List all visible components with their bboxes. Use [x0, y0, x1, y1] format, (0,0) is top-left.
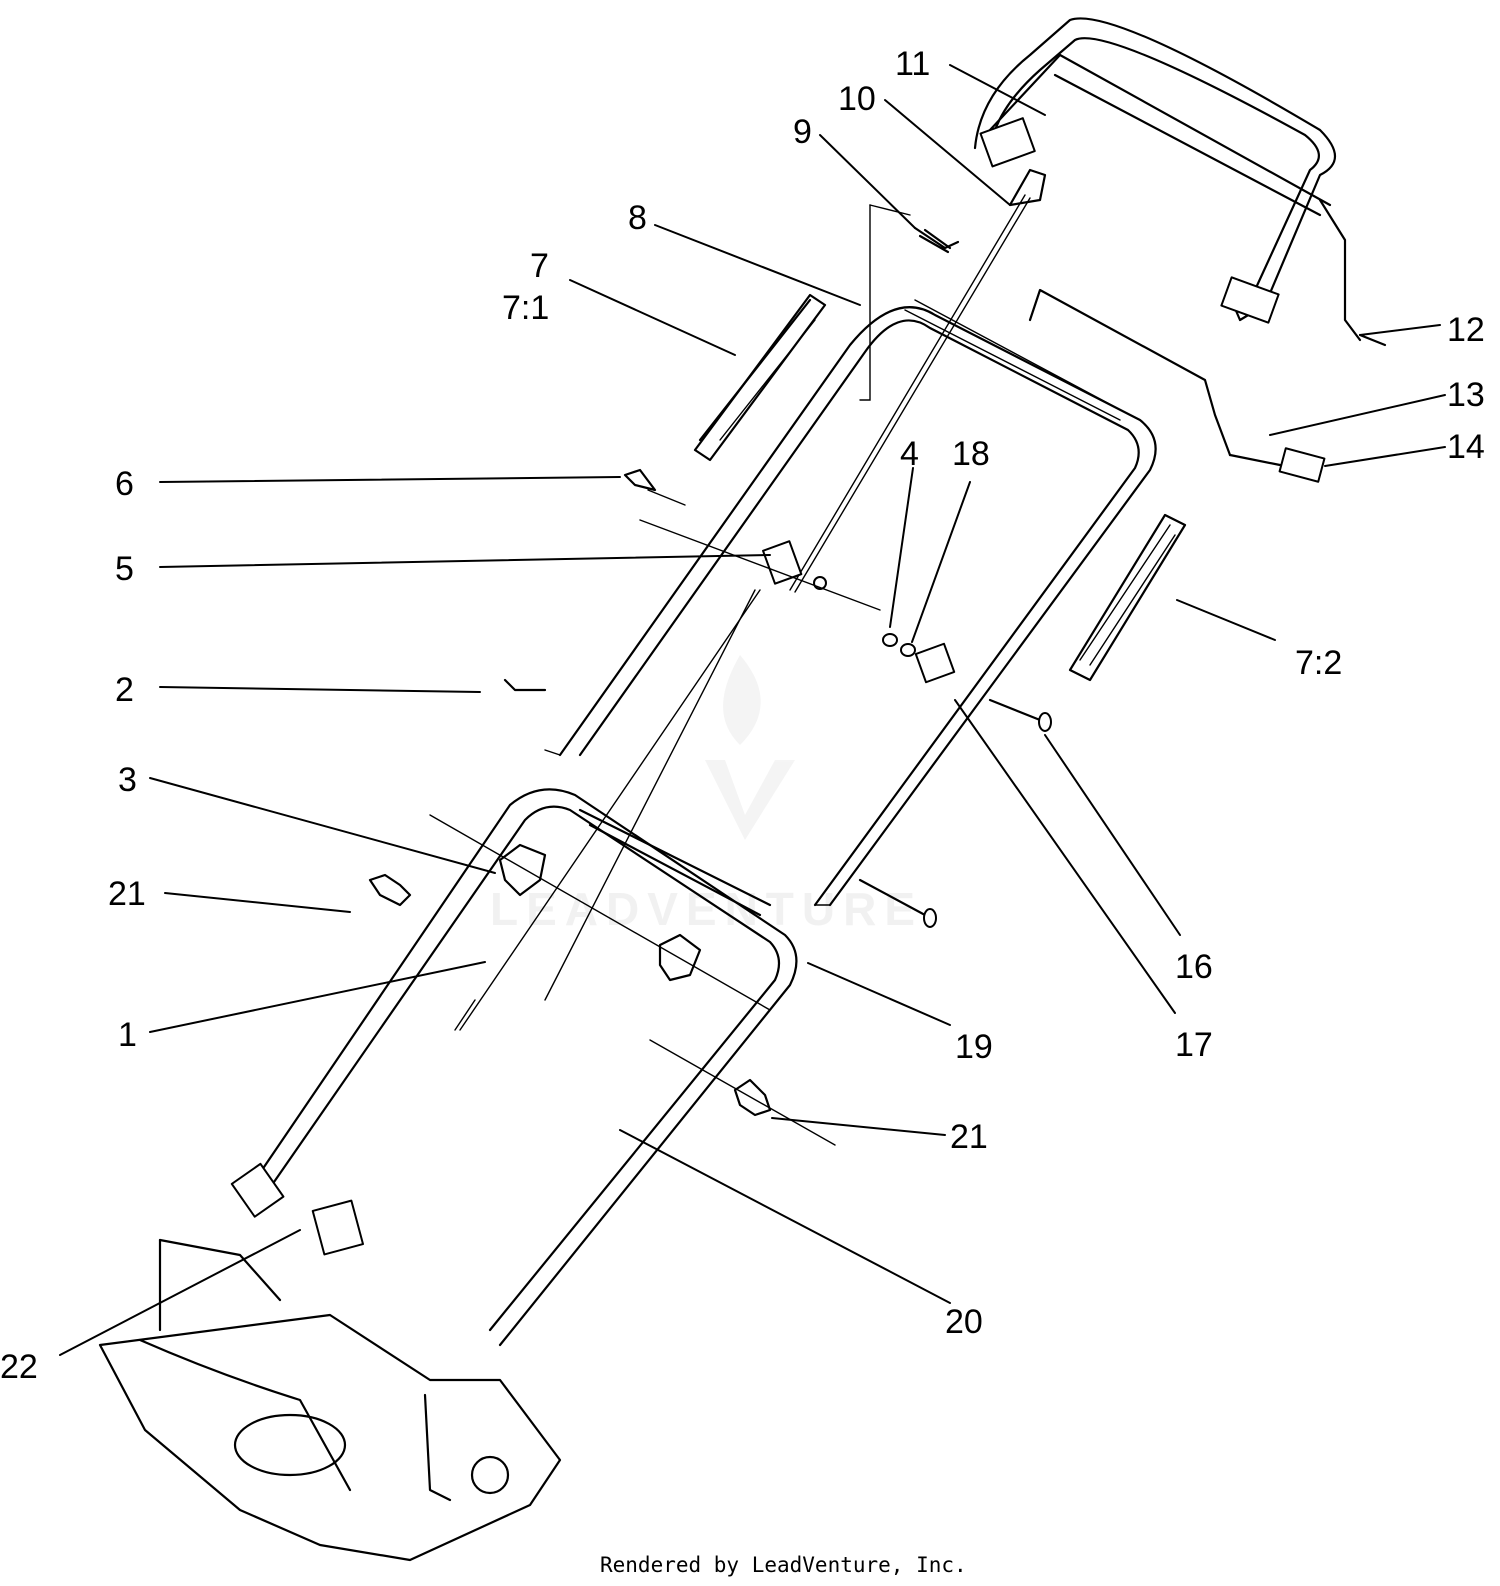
label-9: 9	[793, 113, 812, 151]
label-1: 1	[118, 1016, 137, 1054]
label-3: 3	[118, 761, 137, 799]
label-22: 22	[0, 1348, 38, 1386]
label-18: 18	[952, 435, 990, 473]
label-17: 17	[1175, 1026, 1213, 1064]
label-8: 8	[628, 199, 647, 237]
label-2: 2	[115, 671, 134, 709]
label-19: 19	[955, 1028, 993, 1066]
mower-deck	[98, 1238, 562, 1562]
cable-guide-left	[693, 293, 827, 462]
label-21-bottom: 21	[950, 1118, 988, 1156]
callout-labels: 11 10 9 8 7 7:1 12 13 14 4 18 6 5 7:2 2 …	[0, 45, 1485, 1386]
label-14: 14	[1447, 428, 1485, 466]
label-7: 7	[530, 247, 549, 285]
label-11: 11	[895, 45, 930, 83]
label-21-top: 21	[108, 875, 146, 913]
watermark-text: LEADVENTURE	[490, 883, 923, 935]
leader-lines	[59, 64, 1446, 1356]
control-cable	[459, 168, 1047, 1031]
label-7-1: 7:1	[502, 289, 549, 327]
label-16: 16	[1175, 948, 1213, 986]
label-6: 6	[115, 465, 134, 503]
watermark-logo: LEADVENTURE	[490, 655, 923, 935]
label-10: 10	[838, 80, 876, 118]
upper-handle	[544, 288, 1232, 907]
hardware	[311, 204, 1387, 1256]
label-4: 4	[900, 435, 919, 473]
cable-guide-right	[1068, 513, 1187, 682]
label-20: 20	[945, 1303, 983, 1341]
footer-credit: Rendered by LeadVenture, Inc.	[600, 1553, 967, 1577]
lower-handle	[230, 788, 798, 1347]
label-12: 12	[1447, 311, 1485, 349]
handle-bail	[973, 17, 1362, 342]
label-13: 13	[1447, 376, 1485, 414]
label-5: 5	[115, 550, 134, 588]
label-7-2: 7:2	[1295, 644, 1342, 682]
